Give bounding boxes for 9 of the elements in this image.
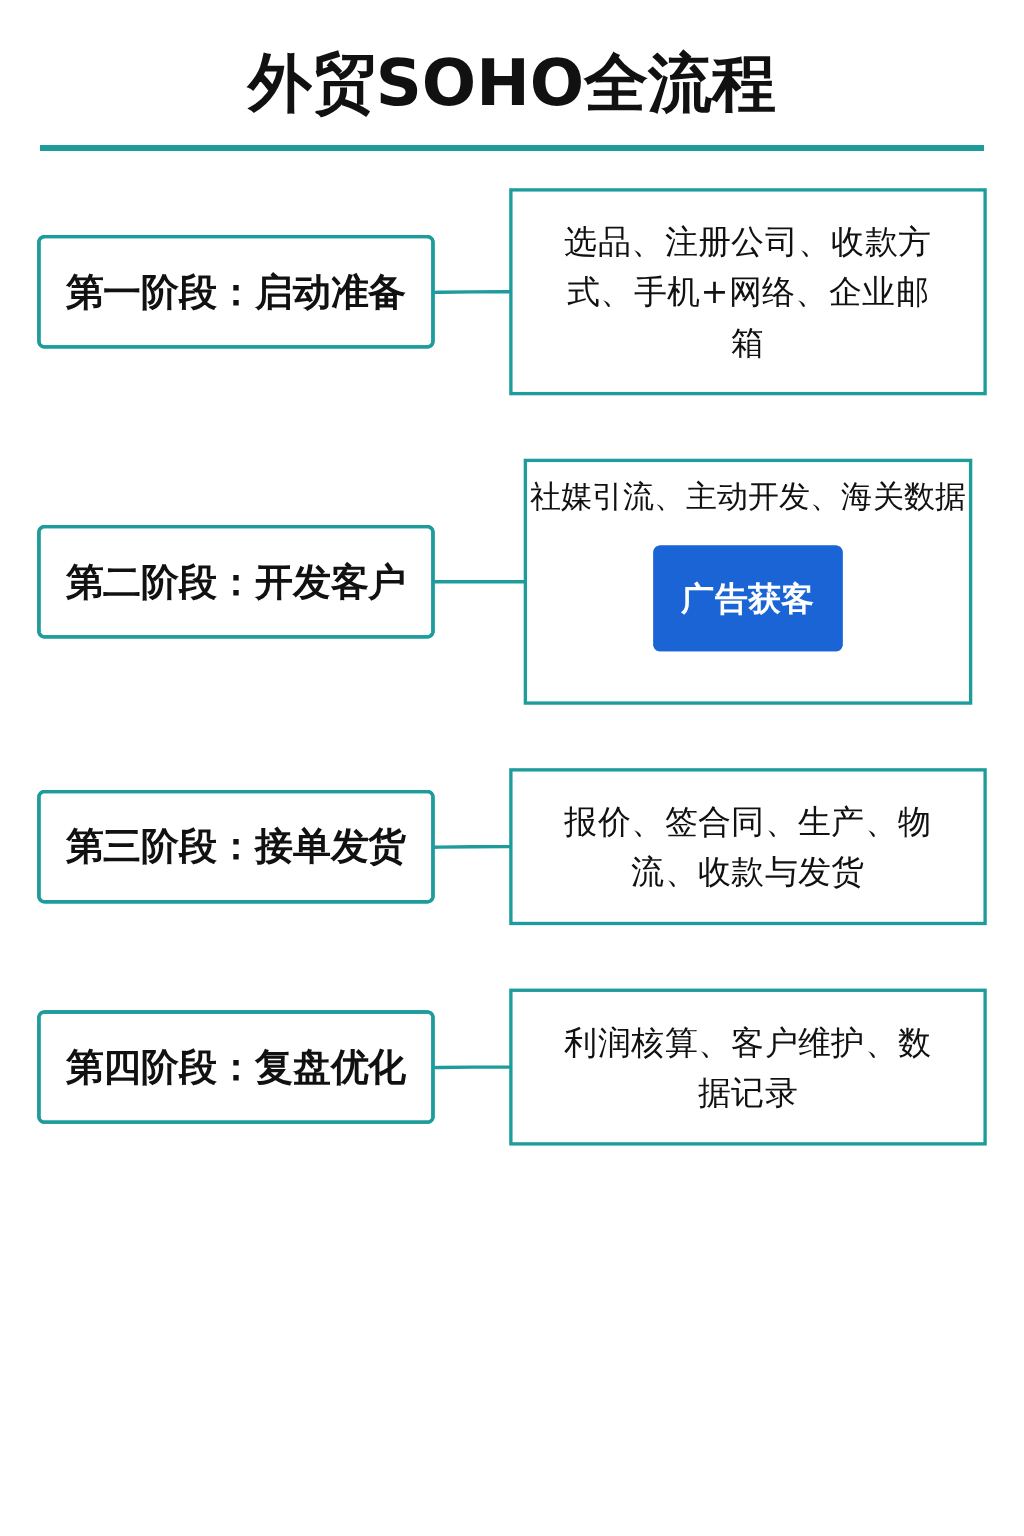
highlight-tag: 广告获客 [653, 545, 843, 652]
item-list-box: 选品、注册公司、收款方式、手机+网络、企业邮箱 [509, 188, 987, 396]
item-list-box: 利润核算、客户维护、数据记录 [509, 988, 987, 1146]
stage-box: 第一阶段：启动准备 [37, 235, 435, 349]
stage-box: 第二阶段：开发客户 [37, 524, 435, 639]
title: 外贸SOHO全流程 [40, 40, 984, 151]
stage-box: 第四阶段：复盘优化 [37, 1010, 435, 1124]
stage-box: 第三阶段：接单发货 [37, 789, 435, 904]
item-list-box: 报价、签合同、生产、物流、收款与发货 [509, 768, 987, 926]
